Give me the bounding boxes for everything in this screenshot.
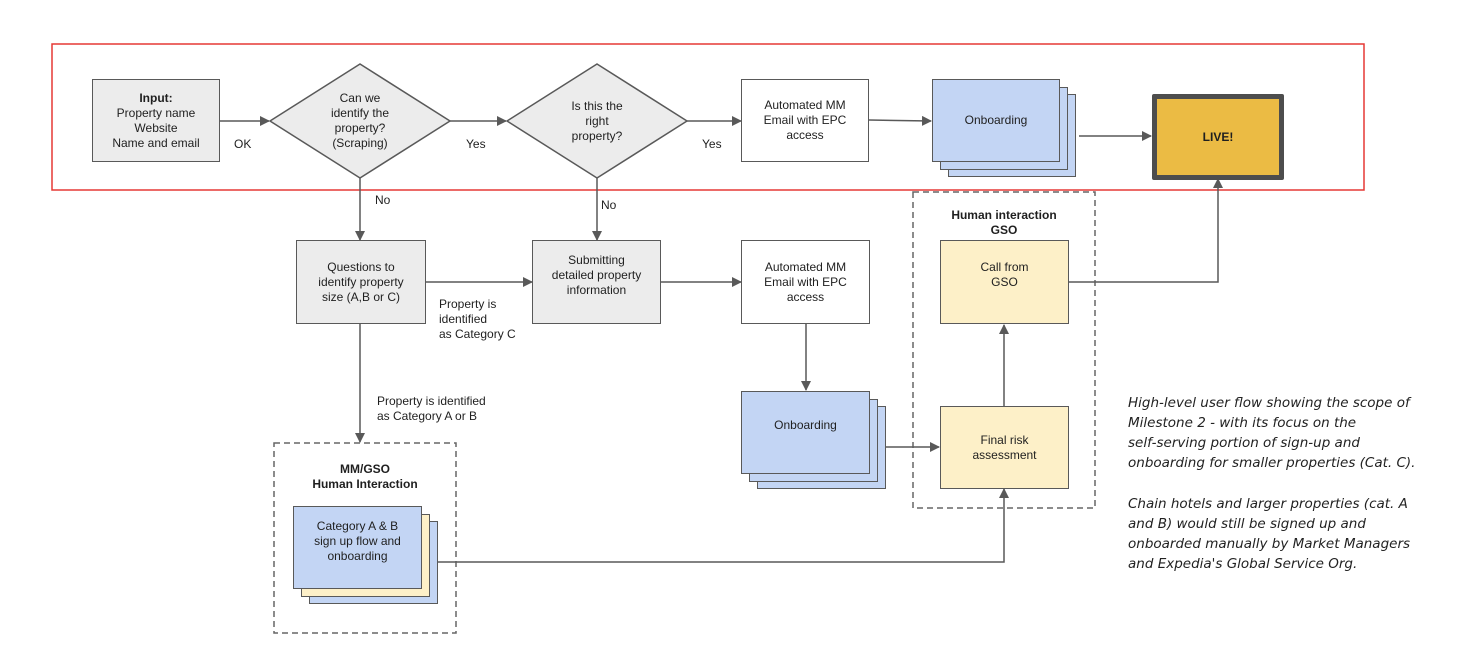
edge-label-yes-1: Yes	[466, 137, 486, 151]
right-property-decision: Is this the right property?	[571, 98, 623, 143]
milestone-scope-box	[51, 43, 1365, 191]
onboarding-top-node: Onboarding	[932, 79, 1060, 162]
automated-email-top-node: Automated MM Email with EPC access	[741, 79, 869, 162]
edge-label-category-ab: Property is identified as Category A or …	[377, 394, 486, 423]
onboarding-mid-node: Onboarding	[741, 391, 870, 474]
edge-catab-to-risk	[437, 488, 1009, 563]
edge-email-to-onboarding	[868, 115, 932, 126]
edge-label-category-c: Property is identified as Category C	[439, 297, 516, 341]
questions-node: Questions to identify property size (A,B…	[296, 240, 426, 324]
submitting-node: Submitting detailed property information	[532, 240, 661, 324]
edge-label-no-2: No	[601, 198, 617, 212]
edge-label-ok: OK	[234, 137, 252, 151]
mm-gso-title: MM/GSO Human Interaction	[312, 462, 418, 491]
edge-label-yes-2: Yes	[702, 137, 722, 151]
input-node: Input: Property name Website Name and em…	[92, 79, 220, 162]
mm-gso-group	[273, 442, 457, 634]
automated-email-mid-node: Automated MM Email with EPC access	[741, 240, 870, 324]
call-from-gso-node: Call from GSO	[940, 240, 1069, 324]
edge-label-no-1: No	[375, 193, 391, 207]
description-paragraph-2: Chain hotels and larger properties (cat.…	[1128, 496, 1411, 572]
category-ab-node: Category A & B sign up flow and onboardi…	[293, 506, 422, 589]
description-paragraph-1: High-level user flow showing the scope o…	[1128, 395, 1416, 471]
identify-property-decision: Can we identify the property? (Scraping)	[330, 91, 390, 150]
final-risk-assessment-node: Final risk assessment	[940, 406, 1069, 489]
human-interaction-gso-title: Human interaction GSO	[951, 208, 1057, 237]
live-node: LIVE!	[1152, 94, 1284, 180]
input-fields: Property name Website Name and email	[112, 105, 200, 150]
human-interaction-gso-group	[912, 191, 1096, 509]
edge-call-to-live	[1068, 178, 1223, 283]
input-title: Input:	[139, 90, 173, 105]
